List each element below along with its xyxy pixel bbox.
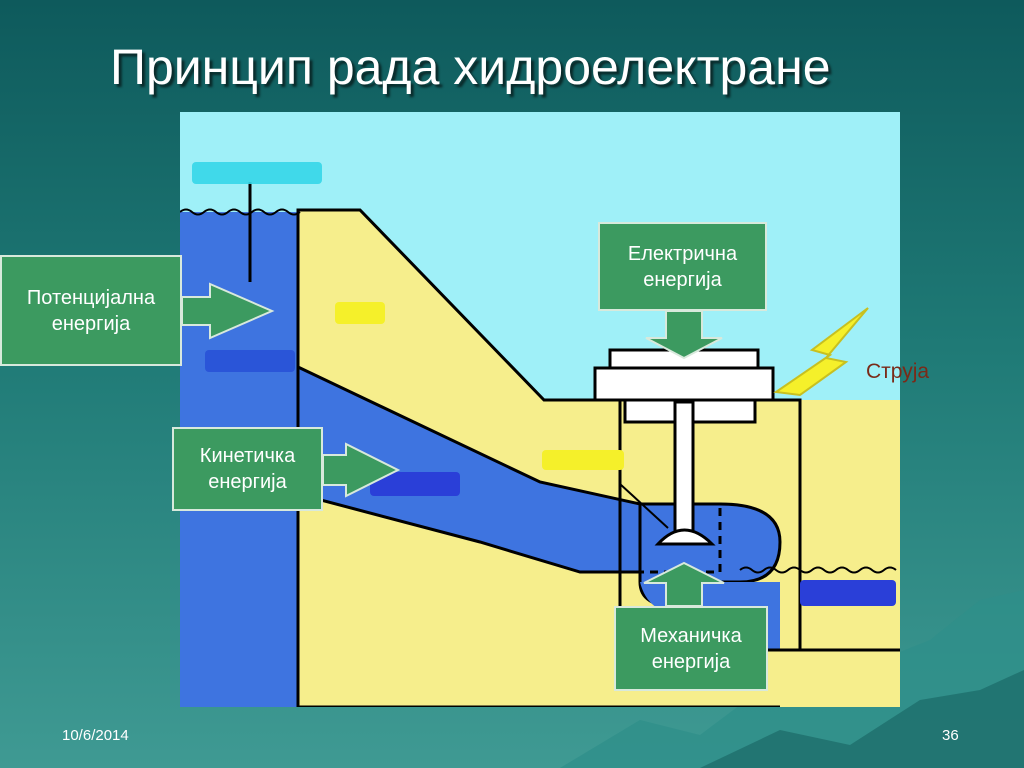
water-surface-waves [180, 208, 301, 216]
kinetic-energy-label: Кинетичка енергија [172, 427, 323, 511]
mechanical-energy-text: Механичка енергија [640, 624, 742, 673]
kinetic-energy-text: Кинетичка енергија [199, 445, 296, 493]
ground-right [780, 650, 900, 707]
potential-energy-label: Потенцијална енергија [0, 255, 182, 366]
slide-title: Принцип рада хидроелектране [110, 39, 831, 95]
generator-body [593, 366, 775, 402]
electric-energy-text: Електрична енергија [627, 242, 738, 291]
hydro-plant-diagram [180, 112, 900, 707]
footer-date: 10/6/2014 [62, 727, 129, 744]
potential-energy-text: Потенцијална енергија [26, 286, 156, 335]
turbine-wheel [654, 528, 716, 546]
mechanical-energy-label: Механичка енергија [614, 606, 768, 691]
page-number: 36 [942, 727, 959, 744]
electric-energy-label: Електрична енергија [598, 222, 767, 311]
turbine-shaft [673, 400, 695, 544]
current-label: Струја [866, 360, 930, 383]
